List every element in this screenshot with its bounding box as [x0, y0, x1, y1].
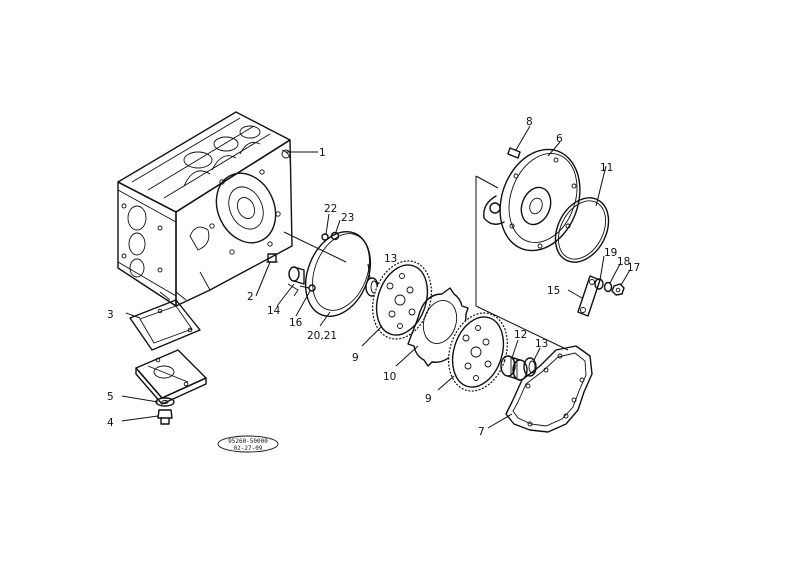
drawing-code-line1: 95260-50000 — [228, 438, 268, 445]
callout-14: 14 — [267, 305, 281, 317]
callout-20-21: 20,21 — [307, 330, 337, 342]
callout-12: 12 — [514, 329, 527, 341]
part-2-plug — [266, 253, 278, 263]
part-7-gasket — [505, 345, 593, 433]
drawing-code-stamp: 95260-50000 02-27-09 — [217, 435, 279, 453]
bottom-cover — [135, 349, 207, 405]
part-8-pin — [507, 147, 521, 159]
callout-23: 23 — [341, 212, 354, 224]
part-3-gasket — [129, 299, 201, 351]
part-16-bolt — [299, 284, 316, 292]
callout-3: 3 — [107, 309, 114, 321]
callout-5: 5 — [107, 391, 114, 403]
callout-15: 15 — [547, 285, 560, 297]
callout-13a: 13 — [384, 253, 397, 265]
part-23-ring — [330, 231, 340, 241]
callout-13b: 13 — [535, 338, 548, 350]
callout-22: 22 — [324, 203, 337, 215]
callout-11: 11 — [600, 162, 613, 174]
part-19-washer — [594, 278, 604, 290]
drawing-code-line2: 02-27-09 — [234, 445, 263, 452]
part-4-drain-plug — [157, 409, 173, 425]
part-22-screw — [321, 233, 329, 241]
callout-19: 19 — [604, 247, 617, 259]
leader-lines — [121, 125, 631, 429]
callout-6: 6 — [556, 133, 563, 145]
part-1-housing — [117, 111, 293, 307]
callout-16: 16 — [289, 317, 303, 329]
part-17-nut — [611, 283, 625, 296]
callout-9a: 9 — [352, 352, 359, 364]
part-9b-friction-disc — [448, 312, 508, 392]
part-18-spring-washer — [603, 281, 613, 293]
callout-9b: 9 — [425, 393, 432, 405]
callout-7: 7 — [478, 426, 485, 438]
callout-8: 8 — [526, 116, 533, 128]
callout-18: 18 — [617, 256, 630, 268]
callout-1: 1 — [319, 147, 326, 159]
callout-17: 17 — [627, 262, 640, 274]
callout-4: 4 — [107, 417, 114, 429]
part-15-link-bar — [577, 275, 601, 317]
callout-labels: 1 2 3 4 5 6 7 8 9 9 10 11 12 13 13 14 15… — [107, 116, 640, 438]
part-6-rear-cover — [483, 148, 581, 252]
assembly-bracket — [475, 175, 569, 351]
callout-2: 2 — [247, 291, 254, 303]
callout-10: 10 — [383, 371, 396, 383]
part-12-bearing — [500, 355, 528, 381]
part-14-shaft — [287, 266, 305, 297]
